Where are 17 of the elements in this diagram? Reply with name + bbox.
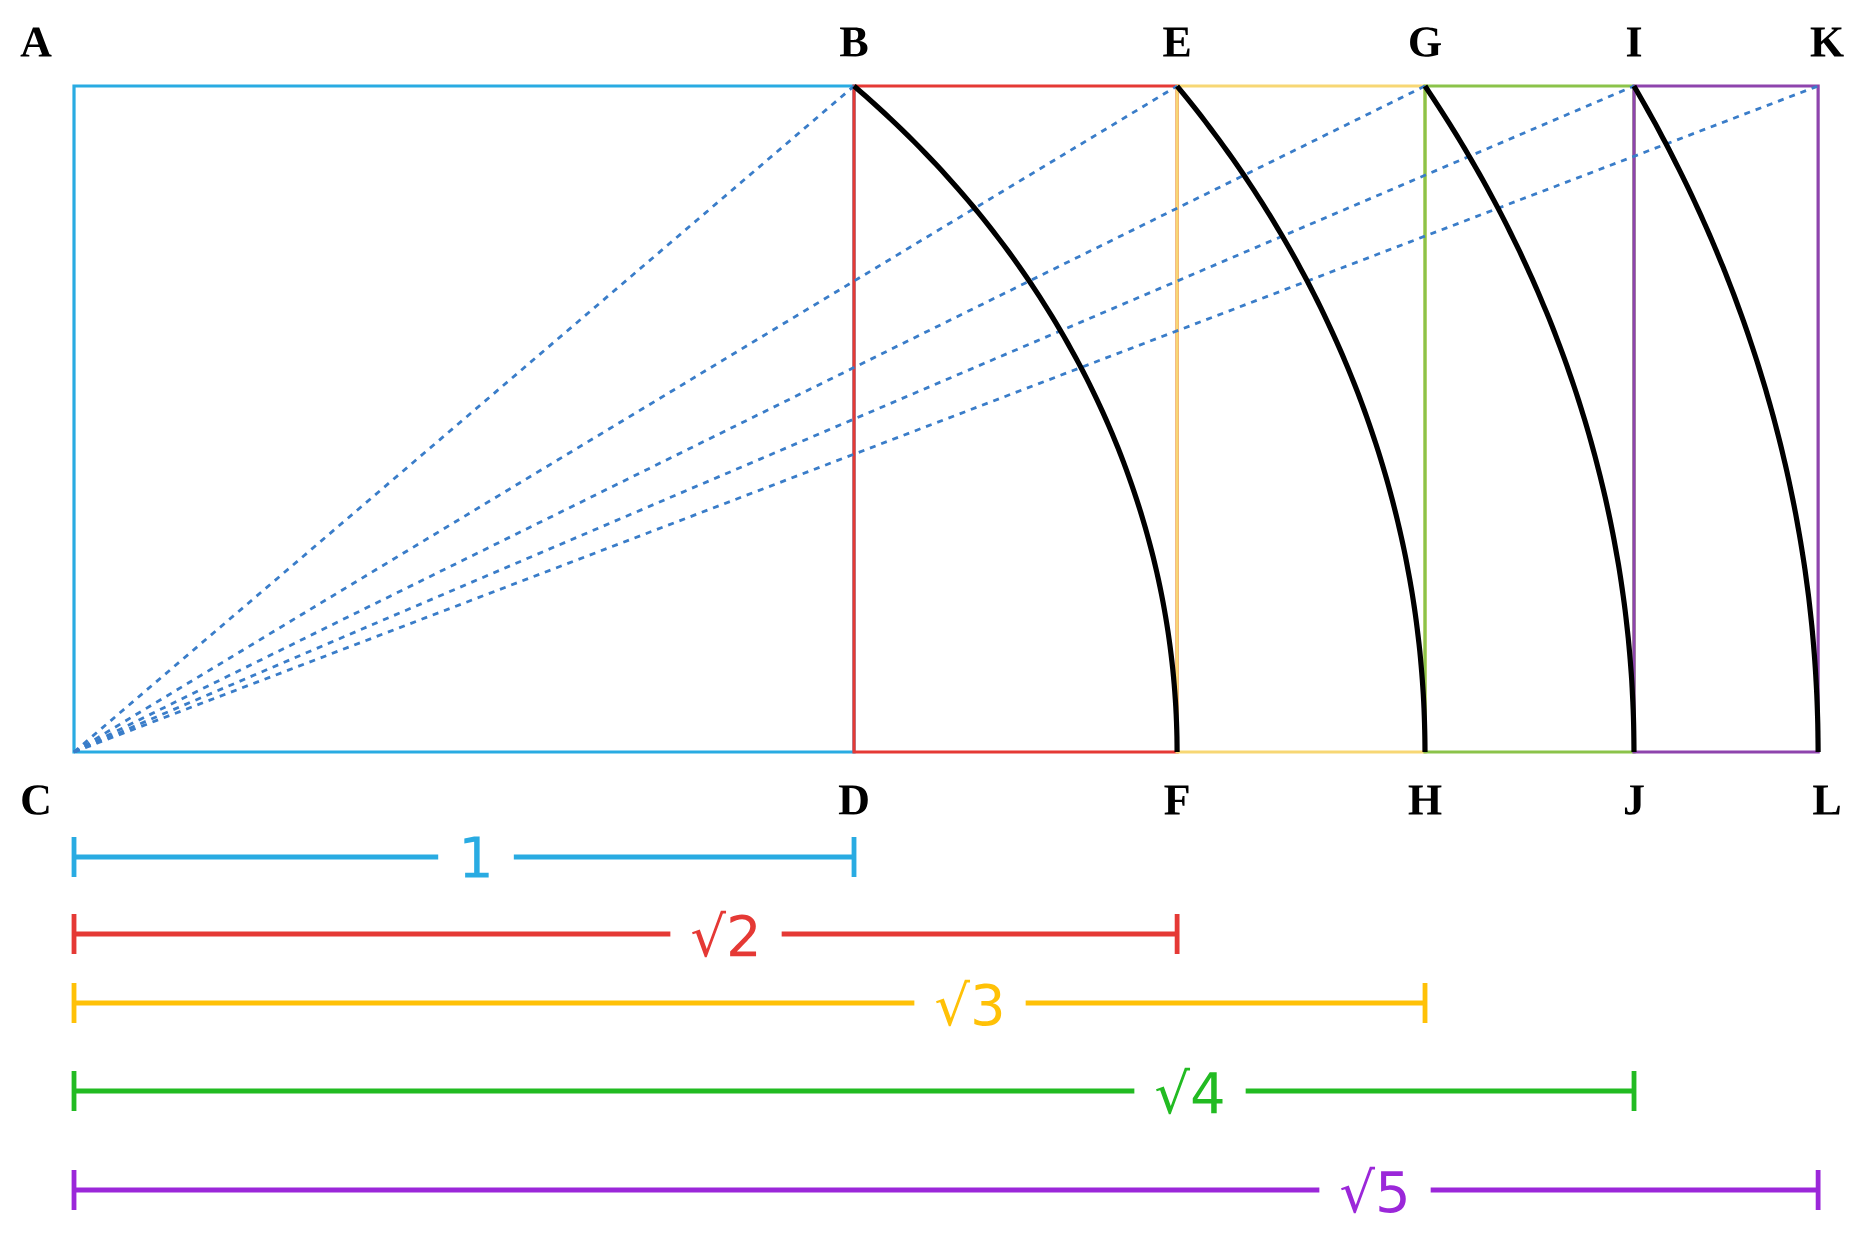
dimension-label: √2 [670,906,782,962]
point-label: L [1813,785,1840,815]
point-label: B [840,27,868,57]
dimension-label: 1 [438,832,514,882]
point-label: J [1624,785,1644,815]
point-label: E [1163,27,1190,57]
point-label: K [1810,27,1844,57]
point-label: A [20,27,52,57]
dimension-label: √5 [1319,1162,1431,1218]
dimension-label: √4 [1134,1063,1246,1119]
dimension-label: √3 [914,975,1026,1031]
point-label: H [1408,785,1442,815]
point-label: D [838,785,868,815]
point-label: F [1164,785,1189,815]
point-label: G [1410,27,1441,57]
point-label: I [1626,27,1642,57]
point-label: C [22,785,49,815]
